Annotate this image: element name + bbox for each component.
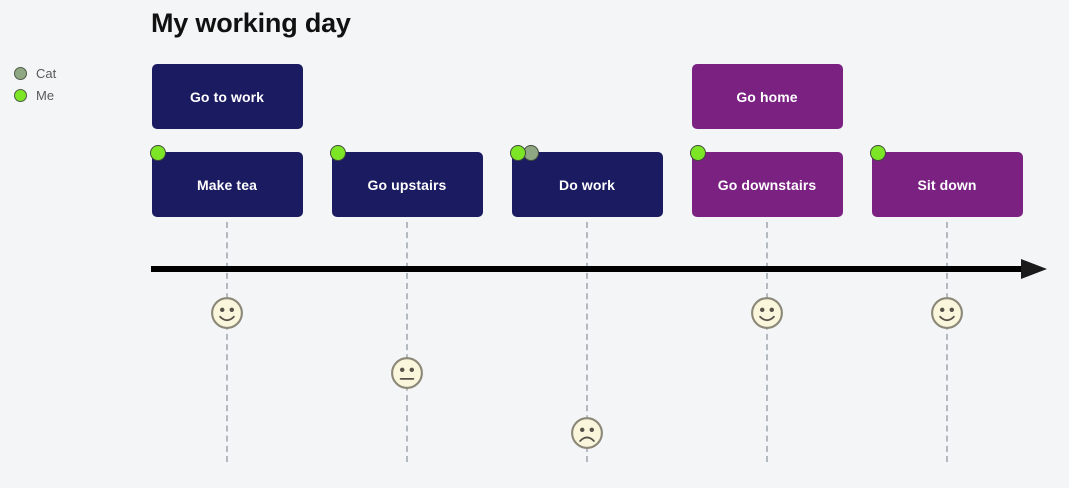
task-box-label: Make tea: [197, 176, 257, 193]
page-title: My working day: [151, 8, 351, 38]
task-box-go-downstairs[interactable]: Go downstairs: [691, 152, 843, 217]
task-box-sit-down[interactable]: Sit down: [871, 152, 1023, 217]
task-box-label: Do work: [559, 176, 615, 193]
mood-face-sad-icon: [571, 417, 603, 449]
legend-item-me[interactable]: Me: [14, 86, 56, 104]
task-box-go-upstairs[interactable]: Go upstairs: [331, 152, 483, 217]
circle-swatch-icon: [14, 88, 27, 102]
task-box-do-work[interactable]: Do work: [511, 152, 663, 217]
gridline-3: [766, 222, 768, 462]
mood-face-happy-icon: [751, 297, 783, 329]
mood-face-happy-icon: [931, 297, 963, 329]
gridline-2: [586, 222, 588, 462]
task-box-label: Go upstairs: [367, 176, 447, 193]
mood-face-happy-icon: [211, 297, 243, 329]
gridline-0: [226, 222, 228, 462]
timeline-axis: [151, 266, 1026, 272]
task-box-go-to-work[interactable]: Go to work: [151, 64, 303, 129]
mood-face-neutral-icon: [391, 357, 423, 389]
task-box-label: Go downstairs: [717, 176, 817, 193]
gridline-4: [946, 222, 948, 462]
actor-dot-me[interactable]: [149, 145, 166, 161]
task-box-make-tea[interactable]: Make tea: [151, 152, 303, 217]
actor-dot-me[interactable]: [329, 145, 346, 161]
legend-item-label: Me: [36, 87, 55, 103]
task-box-label: Go to work: [189, 88, 265, 105]
task-box-go-home[interactable]: Go home: [691, 64, 843, 129]
legend-item-label: Cat: [36, 65, 57, 81]
task-box-label: Go home: [736, 88, 798, 105]
gridline-1: [406, 222, 408, 462]
actor-dot-me[interactable]: [509, 145, 526, 161]
actor-dot-me[interactable]: [869, 145, 886, 161]
task-box-label: Sit down: [917, 176, 977, 193]
legend-item-cat[interactable]: Cat: [14, 64, 56, 82]
actor-dot-me[interactable]: [689, 145, 706, 161]
timeline-arrow-icon: [1021, 259, 1047, 279]
circle-swatch-icon: [14, 66, 27, 80]
